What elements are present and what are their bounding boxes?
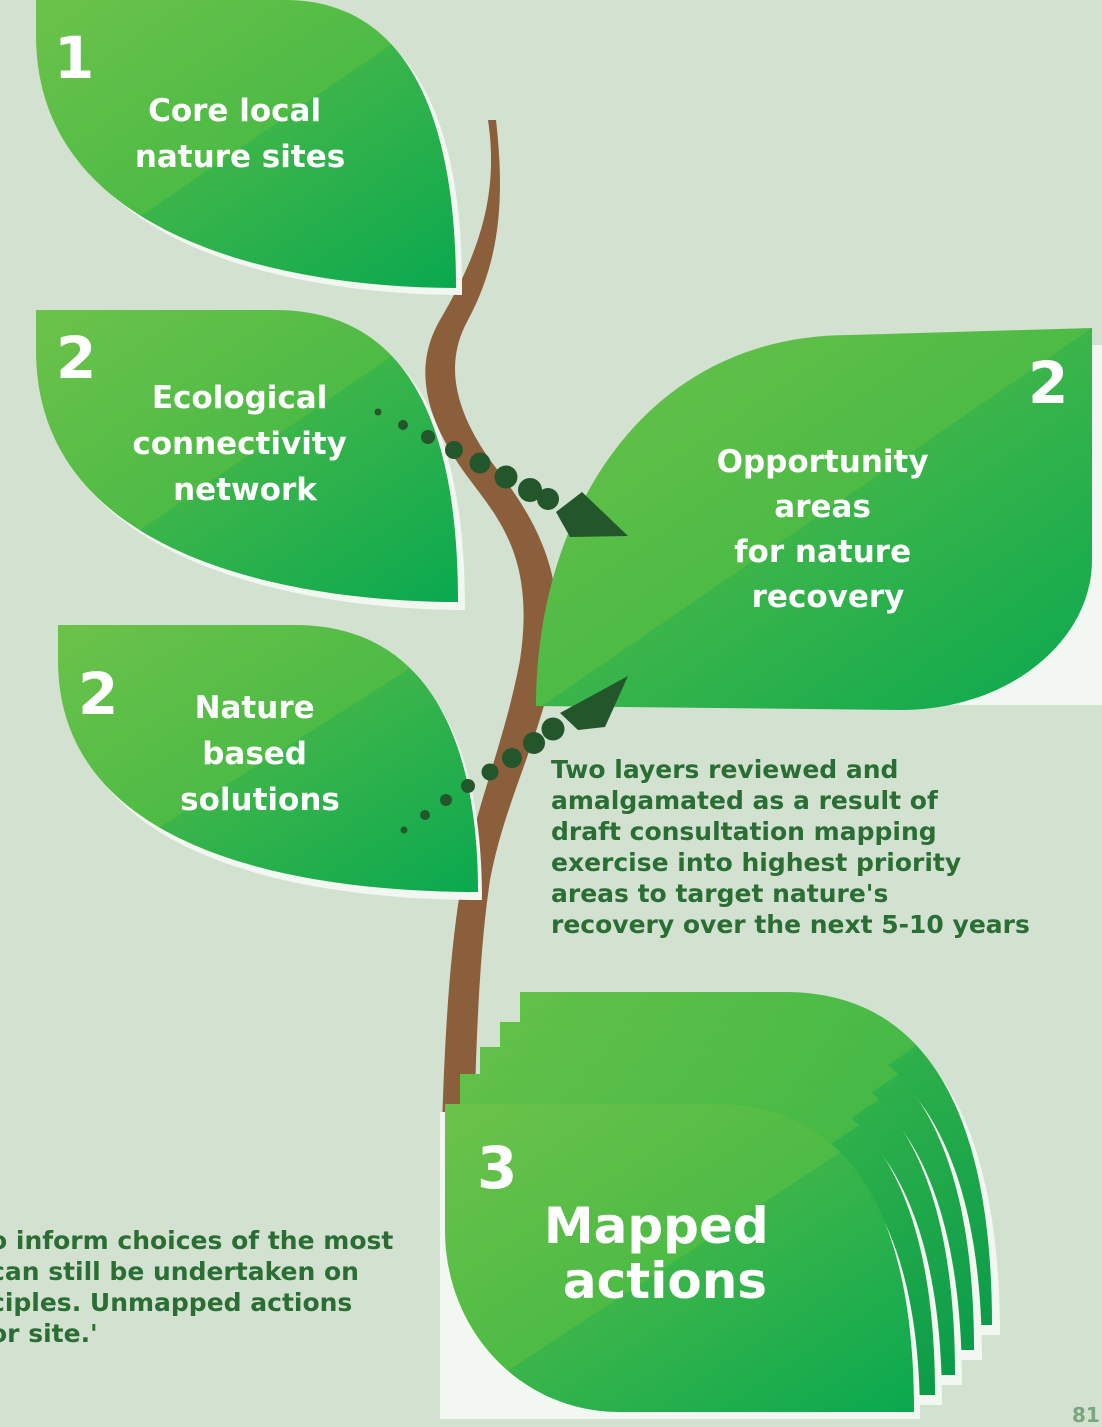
leaf-core-local-nature-sites: 1 Core local nature sites bbox=[36, 0, 462, 295]
leaf-number: 2 bbox=[56, 324, 96, 392]
leaf-label-line: solutions bbox=[180, 782, 340, 818]
note-line: recovery over the next 5-10 years bbox=[551, 910, 1030, 939]
svg-text:Opportunity areas: Opportunity areas for nature recovery bbox=[717, 444, 940, 615]
consultation-note: Two layers reviewed and amalgamated as a… bbox=[551, 754, 1030, 940]
leaf-shape bbox=[36, 310, 458, 602]
leaf-label-line: Mapped bbox=[544, 1197, 769, 1255]
leaf-label-line: based bbox=[202, 736, 307, 772]
note-line: amalgamated as a result of bbox=[551, 786, 938, 815]
leaf-number: 2 bbox=[1028, 349, 1068, 417]
unmapped-actions-note: o inform choices of the most can still b… bbox=[0, 1225, 393, 1349]
leaf-number: 3 bbox=[477, 1134, 517, 1202]
leaf-label-line: Ecological bbox=[152, 380, 328, 416]
leaf-label-line: actions bbox=[563, 1252, 767, 1310]
leaf-ecological-connectivity-network: 2 Ecological connectivity network bbox=[36, 310, 465, 610]
leaf-label-line: connectivity bbox=[132, 426, 347, 462]
svg-text:Ecological connectivity: Ecological connectivity network bbox=[132, 380, 357, 508]
svg-text:Nature based solut: Nature based solutions bbox=[180, 690, 340, 818]
note-line: exercise into highest priority bbox=[551, 848, 962, 877]
leaf-label-line: areas bbox=[774, 489, 871, 525]
note-line: o inform choices of the most bbox=[0, 1226, 394, 1255]
leaf-label-line: Opportunity bbox=[717, 444, 929, 480]
leaf-shape bbox=[36, 0, 456, 288]
stacked-leaf-front bbox=[440, 1104, 920, 1419]
leaf-shape bbox=[536, 328, 1092, 710]
dotted-arrow-upper bbox=[374, 408, 628, 537]
note-line: areas to target nature's bbox=[551, 879, 889, 908]
note-line: draft consultation mapping bbox=[551, 817, 937, 846]
leaf-label-line: nature sites bbox=[135, 139, 345, 175]
leaf-number: 2 bbox=[78, 660, 118, 728]
leaf-opportunity-areas: 2 Opportunity areas for nature recovery bbox=[536, 328, 1102, 710]
tree-stem bbox=[425, 120, 558, 1130]
note-line: Two layers reviewed and bbox=[551, 755, 899, 784]
page-number: 81 bbox=[1072, 1403, 1100, 1427]
leaf-shape bbox=[58, 625, 478, 892]
leaf-label-line: network bbox=[173, 472, 318, 508]
leaf-label-line: for nature bbox=[734, 534, 911, 570]
leaf-label-line: Nature bbox=[195, 690, 315, 726]
leaf-nature-based-solutions: 2 Nature based solutions bbox=[58, 625, 482, 900]
leaf-label-line: recovery bbox=[752, 579, 905, 615]
note-line: can still be undertaken on bbox=[0, 1257, 359, 1286]
dotted-arrow-lower bbox=[400, 676, 628, 834]
svg-text:Mapped actions: Mapped actions bbox=[544, 1197, 786, 1310]
svg-text:Core local nature sites: Core local nature sites bbox=[135, 93, 345, 175]
leaf-label-line: Core local bbox=[148, 93, 321, 129]
leaf-number: 1 bbox=[54, 24, 94, 92]
note-line: ciples. Unmapped actions bbox=[0, 1288, 353, 1317]
note-line: or site.' bbox=[0, 1319, 98, 1348]
leaf-stack-mapped-actions: 3 Mapped actions bbox=[440, 992, 1000, 1419]
